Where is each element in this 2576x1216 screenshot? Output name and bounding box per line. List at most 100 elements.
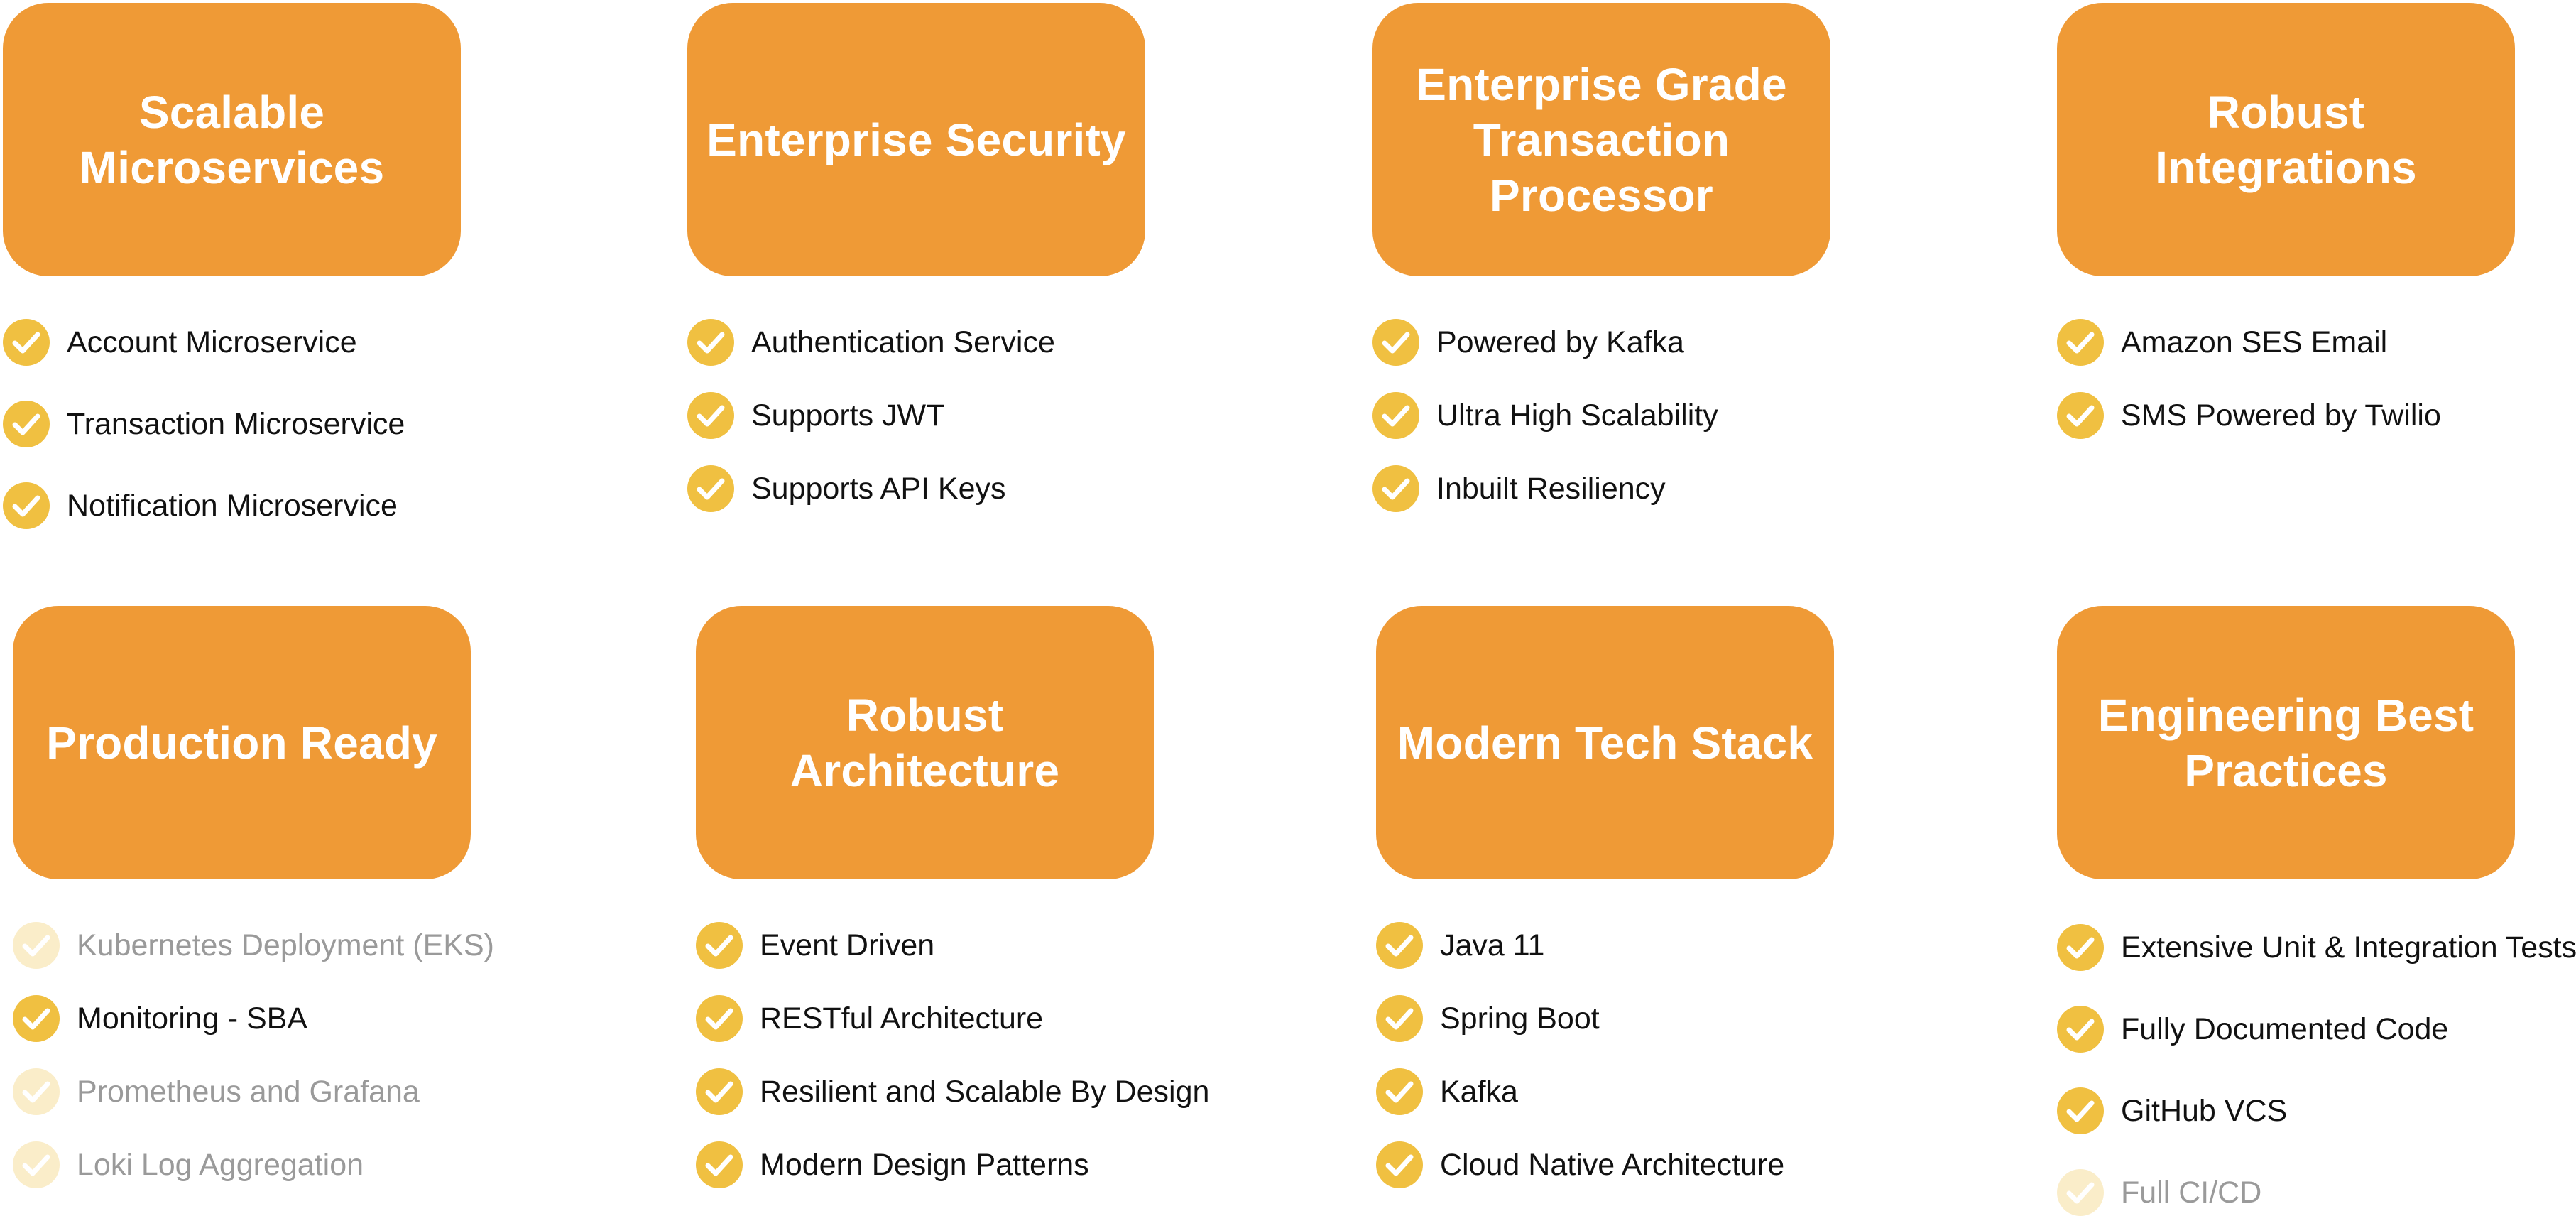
checkmark-icon (3, 401, 50, 447)
feature-title-line: Enterprise Security (706, 114, 1126, 165)
checklist-item: Inbuilt Resiliency (1372, 465, 1830, 512)
checklist-item: Supports API Keys (687, 465, 1145, 512)
checklist-item-label: Java 11 (1440, 928, 1545, 962)
feature-checklist: Amazon SES Email SMS Powered by Twilio (2057, 319, 2515, 439)
checklist-item-label: Event Driven (760, 928, 935, 962)
feature-tile: Production Ready (13, 606, 471, 879)
checklist-item: Prometheus and Grafana (13, 1068, 471, 1115)
feature-title: Robust Architecture (714, 688, 1135, 798)
checklist-item-label: Kubernetes Deployment (EKS) (77, 928, 494, 962)
checklist-item-label: Full CI/CD (2121, 1176, 2262, 1210)
checkmark-icon (1372, 465, 1419, 512)
feature-title-line: Practices (2184, 744, 2388, 796)
feature-title-line: Scalable (138, 86, 325, 138)
checklist-item: Java 11 (1376, 922, 1834, 969)
feature-title-line: Transaction (1473, 114, 1730, 165)
feature-title: Robust Integrations (2075, 85, 2496, 195)
feature-title-line: Production Ready (46, 717, 437, 769)
feature-card-engineering-best-practices: Engineering Best Practices Extensive Uni… (2057, 606, 2576, 1216)
checklist-item: Extensive Unit & Integration Tests (2057, 924, 2576, 971)
feature-title: Engineering Best Practices (2098, 688, 2474, 798)
checklist-item: GitHub VCS (2057, 1087, 2515, 1134)
checklist-item: Loki Log Aggregation (13, 1141, 471, 1188)
checkmark-icon (3, 319, 50, 366)
checklist-item: Fully Documented Code (2057, 1006, 2515, 1053)
feature-title: Modern Tech Stack (1397, 715, 1813, 771)
checkmark-icon (687, 465, 734, 512)
checklist-item-label: Kafka (1440, 1075, 1518, 1109)
feature-card-production-ready: Production Ready Kubernetes Deployment (… (13, 606, 494, 1188)
checklist-item-label: GitHub VCS (2121, 1094, 2288, 1128)
checklist-item-label: Loki Log Aggregation (77, 1148, 364, 1182)
checklist-item-label: Transaction Microservice (67, 407, 405, 441)
checklist-item: Full CI/CD (2057, 1169, 2515, 1216)
checklist-item-label: Monitoring - SBA (77, 1001, 308, 1036)
feature-tile: Engineering Best Practices (2057, 606, 2515, 879)
checkmark-icon (2057, 319, 2104, 366)
checklist-item: Transaction Microservice (3, 401, 461, 447)
checklist-item: Kubernetes Deployment (EKS) (13, 922, 494, 969)
checklist-item: Cloud Native Architecture (1376, 1141, 1834, 1188)
checklist-item: Amazon SES Email (2057, 319, 2515, 366)
checkmark-icon (13, 1068, 60, 1115)
checkmark-icon (1376, 1068, 1423, 1115)
checklist-item-label: Amazon SES Email (2121, 325, 2388, 359)
feature-title: Enterprise Security (706, 112, 1126, 168)
feature-checklist: Account Microservice Transaction Microse… (3, 319, 461, 529)
feature-checklist: Powered by Kafka Ultra High Scalability … (1372, 319, 1830, 512)
checkmark-icon (2057, 924, 2104, 971)
checklist-item-label: Notification Microservice (67, 489, 398, 523)
checklist-item-label: Extensive Unit & Integration Tests (2121, 930, 2576, 965)
checklist-item: Authentication Service (687, 319, 1145, 366)
checklist-item-label: Authentication Service (751, 325, 1055, 359)
checklist-item-label: Spring Boot (1440, 1001, 1600, 1036)
checklist-item-label: Powered by Kafka (1436, 325, 1684, 359)
checkmark-icon (687, 392, 734, 439)
feature-tile: Robust Integrations (2057, 3, 2515, 276)
feature-tile: Scalable Microservices (3, 3, 461, 276)
checkmark-icon (687, 319, 734, 366)
feature-card-enterprise-security: Enterprise Security Authentication Servi… (687, 3, 1145, 512)
checkmark-icon (696, 1068, 743, 1115)
feature-checklist: Java 11 Spring Boot Kafka Cloud Native A… (1376, 922, 1834, 1188)
checkmark-icon (1372, 319, 1419, 366)
checklist-item: Notification Microservice (3, 482, 461, 529)
feature-checklist: Authentication Service Supports JWT Supp… (687, 319, 1145, 512)
checkmark-icon (2057, 1169, 2104, 1216)
checklist-item: Resilient and Scalable By Design (696, 1068, 1209, 1115)
checkmark-icon (696, 995, 743, 1042)
checklist-item: RESTful Architecture (696, 995, 1154, 1042)
feature-title-line: Robust Integrations (2155, 86, 2417, 193)
checklist-item-label: Supports API Keys (751, 472, 1006, 506)
feature-card-modern-tech-stack: Modern Tech Stack Java 11 Spring Boot Ka… (1376, 606, 1834, 1188)
checkmark-icon (1376, 922, 1423, 969)
feature-title-line: Modern Tech Stack (1397, 717, 1813, 769)
feature-tile: Robust Architecture (696, 606, 1154, 879)
checkmark-icon (2057, 1006, 2104, 1053)
feature-title: Production Ready (46, 715, 437, 771)
checklist-item-label: RESTful Architecture (760, 1001, 1044, 1036)
checkmark-icon (1372, 392, 1419, 439)
feature-title-line: Engineering Best (2097, 689, 2474, 741)
feature-card-transaction-processor: Enterprise Grade Transaction Processor P… (1372, 3, 1830, 512)
feature-tile: Enterprise Security (687, 3, 1145, 276)
feature-title-line: Robust Architecture (790, 689, 1060, 796)
feature-card-robust-architecture: Robust Architecture Event Driven RESTful… (696, 606, 1209, 1188)
checklist-item: Account Microservice (3, 319, 461, 366)
checklist-item-label: Supports JWT (751, 398, 945, 433)
checklist-item: Spring Boot (1376, 995, 1834, 1042)
checklist-item-label: SMS Powered by Twilio (2121, 398, 2441, 433)
checklist-item: SMS Powered by Twilio (2057, 392, 2515, 439)
feature-card-scalable-microservices: Scalable Microservices Account Microserv… (3, 3, 461, 529)
feature-title-line: Enterprise Grade (1416, 58, 1787, 110)
checkmark-icon (3, 482, 50, 529)
checklist-item-label: Resilient and Scalable By Design (760, 1075, 1210, 1109)
checklist-item-label: Modern Design Patterns (760, 1148, 1089, 1182)
feature-tile: Enterprise Grade Transaction Processor (1372, 3, 1830, 276)
feature-card-robust-integrations: Robust Integrations Amazon SES Email SMS… (2057, 3, 2515, 439)
feature-checklist: Event Driven RESTful Architecture Resili… (696, 922, 1209, 1188)
checkmark-icon (696, 922, 743, 969)
feature-tile: Modern Tech Stack (1376, 606, 1834, 879)
checklist-item: Powered by Kafka (1372, 319, 1830, 366)
checklist-item: Supports JWT (687, 392, 1145, 439)
